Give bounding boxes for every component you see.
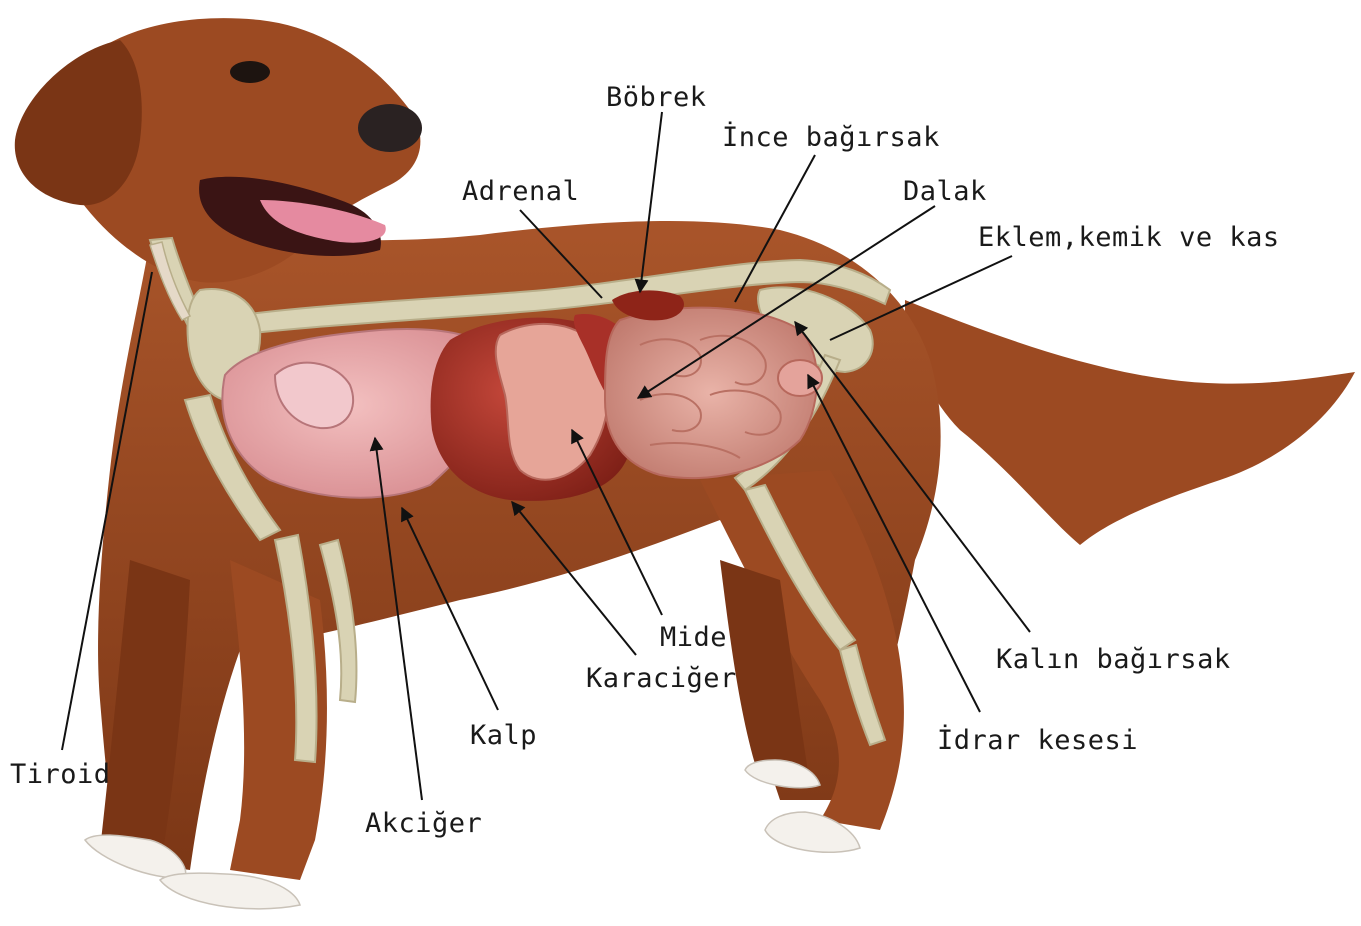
organ-small-intestine [605, 308, 817, 478]
label-mide: Mide [660, 622, 727, 653]
label-kalin-bagirsak: Kalın bağırsak [996, 644, 1231, 675]
label-akciger: Akciğer [365, 808, 482, 839]
dog-nose [358, 104, 422, 152]
label-karaciger: Karaciğer [586, 663, 737, 694]
label-tiroid: Tiroid [10, 759, 111, 790]
dog-eye [230, 61, 270, 83]
label-kalp: Kalp [470, 720, 537, 751]
paw-front-near [160, 873, 300, 909]
label-dalak: Dalak [903, 176, 987, 207]
dog-ear [15, 40, 142, 205]
label-bobrek: Böbrek [606, 82, 707, 113]
tail [905, 300, 1355, 545]
label-idrar-kesesi: İdrar kesesi [937, 724, 1138, 756]
label-eklem-kemik-kas: Eklem,kemik ve kas [978, 222, 1280, 253]
label-adrenal: Adrenal [462, 176, 579, 207]
label-ince-bagirsak: İnce bağırsak [722, 121, 940, 153]
